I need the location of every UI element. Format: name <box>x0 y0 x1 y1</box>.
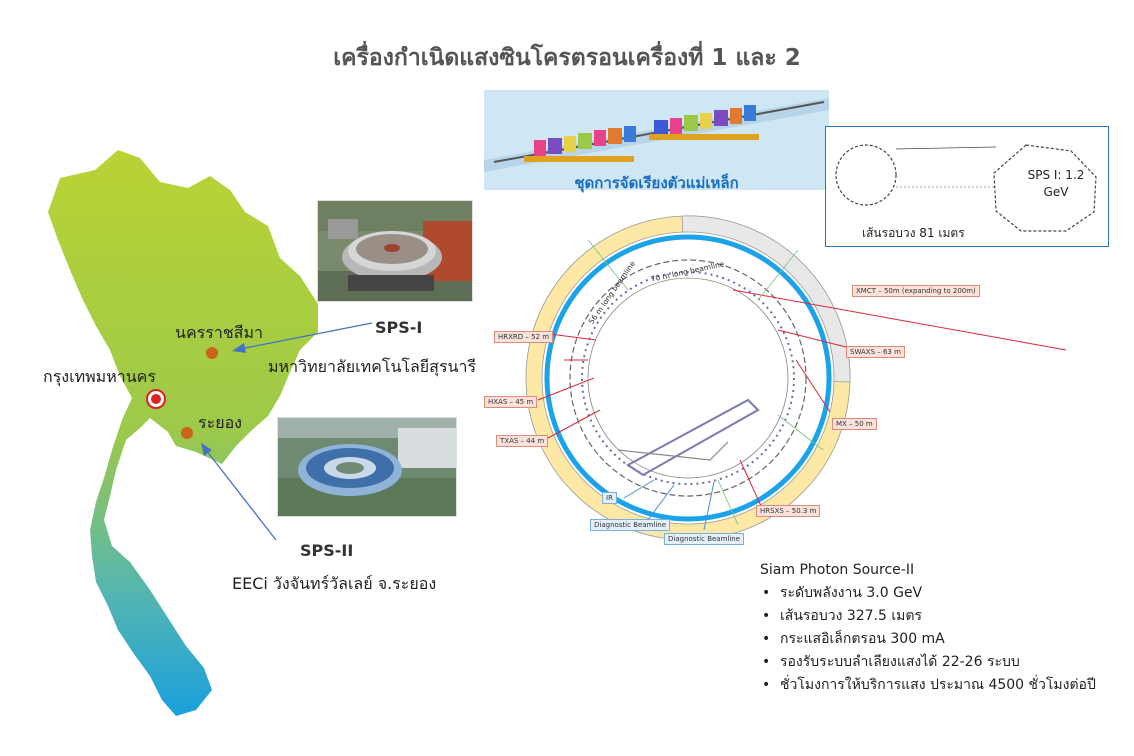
spec-item: เส้นรอบวง 327.5 เมตร <box>760 605 1130 628</box>
magnet-group-2 <box>654 105 756 136</box>
magnet-caption: ชุดการจัดเรียงตัวแม่เหล็ก <box>574 174 739 192</box>
bangkok-marker <box>151 394 161 404</box>
magnet-lattice-image <box>484 90 829 190</box>
beamlines-blue <box>623 479 715 531</box>
sps1-circumference: เส้นรอบวง 81 เมตร <box>862 226 965 240</box>
sps1-energy: SPS I: 1.2 GeV <box>1027 168 1085 199</box>
tag-xmct: XMCT – 50m (expanding to 200m) <box>852 285 980 297</box>
sps2-name: SPS-II <box>300 541 354 560</box>
storage-ring <box>993 144 1097 232</box>
tag-mx: MX – 50 m <box>832 418 877 430</box>
rayong-marker <box>181 427 193 439</box>
spec-list: ระดับพลังงาน 3.0 GeV เส้นรอบวง 327.5 เมต… <box>760 582 1130 697</box>
sps2-site: EECi วังจันทร์วัลเลย์ จ.ระยอง <box>232 574 437 593</box>
tag-txas: TXAS – 44 m <box>496 435 549 447</box>
tag-diagnostic-2: Diagnostic Beamline <box>664 533 745 545</box>
sps1-site: มหาวิทยาลัยเทคโนโลยีสุรนารี <box>268 357 477 376</box>
spec-item: รองรับระบบลำเลียงแสงได้ 22-26 ระบบ <box>760 651 1130 674</box>
storage-ring-inner <box>581 271 795 485</box>
sps1-lattice-box: SPS I: 1.2 GeV เส้นรอบวง 81 เมตร <box>825 126 1109 247</box>
sps2-arrowhead <box>201 443 212 456</box>
tag-hrsxs: HRSXS – 50.3 m <box>756 505 821 517</box>
sps2-arrow <box>205 449 277 541</box>
spec-heading: Siam Photon Source-II <box>760 562 915 578</box>
sps1-name: SPS-I <box>375 318 423 337</box>
spec-item: ระดับพลังงาน 3.0 GeV <box>760 582 1130 605</box>
magnet-group-1 <box>534 126 636 156</box>
storage-ring-outer <box>569 259 807 497</box>
tag-hxas: HXAS – 45 m <box>484 396 538 408</box>
korat-label: นครราชสีมา <box>175 323 263 342</box>
booster-line <box>617 441 729 461</box>
page-title: เครื่องกำเนิดแสงซินโครตรอนเครื่องที่ 1 แ… <box>333 45 801 71</box>
tag-diagnostic-1: Diagnostic Beamline <box>590 519 671 531</box>
tag-ir: IR <box>602 492 617 504</box>
sps2-photo <box>277 417 457 517</box>
beamlines-green <box>587 239 824 526</box>
korat-marker <box>206 347 218 359</box>
bangkok-label: กรุงเทพมหานคร <box>43 367 156 386</box>
spec-item: กระแสอิเล็กตรอน 300 mA <box>760 628 1130 651</box>
ring-inner-fill <box>541 231 835 525</box>
sps1-arrowhead <box>232 343 246 353</box>
tag-swaxs: SWAXS – 63 m <box>846 346 905 358</box>
booster-ring <box>835 144 897 206</box>
sps2-ring-diagram: 70 m long beamline 56 m long beamline <box>525 215 1067 541</box>
rayong-label: ระยอง <box>198 413 242 432</box>
beamlines-red <box>537 289 1067 509</box>
ring-blue-line <box>544 234 832 522</box>
injection-line <box>626 398 760 477</box>
sps2-spec: Siam Photon Source-II ระดับพลังงาน 3.0 G… <box>760 562 1130 697</box>
sps1-arrow <box>239 322 373 350</box>
spec-item: ชั่วโมงการให้บริการแสง ประมาณ 4500 ชั่วโ… <box>760 674 1130 697</box>
storage-ring-core <box>587 277 789 479</box>
sps1-photo <box>317 200 473 302</box>
tag-hrxrd: HRXRD – 52 m <box>494 331 554 343</box>
